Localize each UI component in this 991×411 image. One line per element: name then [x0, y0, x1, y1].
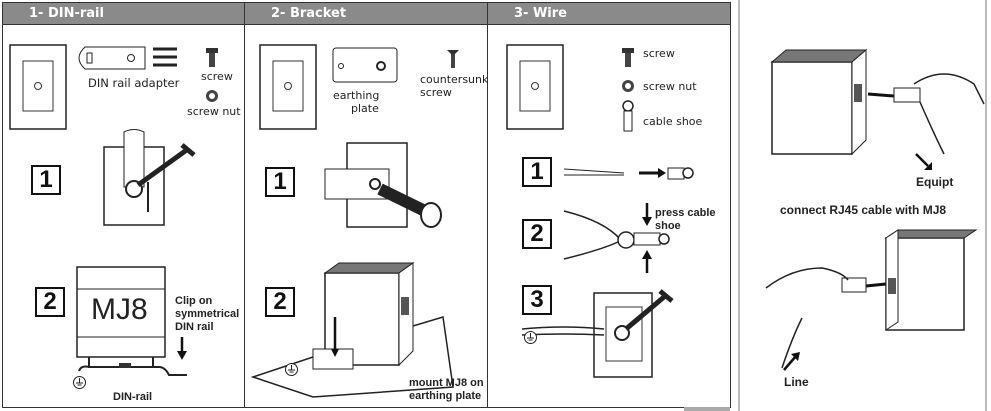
screw-icon [622, 48, 634, 67]
device-label-mj8: MJ8 [91, 293, 148, 326]
line-label: Line [784, 375, 809, 389]
panel-wire: 3- Wire screw screw nut cable shoe 1 2 p… [487, 2, 731, 408]
nut-label: screw nut [187, 105, 241, 118]
panel-header: 1- DIN-rail [3, 3, 244, 25]
mount-plate-illustration [324, 142, 442, 228]
mj8-device-equipt-illustration [770, 48, 985, 156]
cable-shoe-icon [622, 100, 634, 132]
panel-title: 2- Bracket [271, 6, 347, 21]
step-2-badge: 2 [522, 219, 552, 249]
step-3-badge: 3 [522, 285, 552, 315]
screw-label: screw [643, 47, 675, 60]
din-rail-label: DIN-rail [113, 391, 153, 403]
earth-ground-icon [524, 331, 537, 344]
mount-adapter-illustration [103, 129, 196, 226]
screw-nut-icon [622, 80, 634, 92]
earth-ground-icon [73, 376, 86, 389]
step-2-badge: 2 [265, 287, 295, 317]
panel-header: 3- Wire [488, 3, 730, 25]
wire-to-shoe-illustration [563, 167, 694, 180]
press-arrows-icon [642, 203, 652, 273]
down-arrow-icon [177, 337, 187, 360]
rj45-panel: Equipt connect RJ45 cable with MJ8 Line [738, 0, 987, 411]
step-1-badge: 1 [265, 167, 295, 197]
screw-icon [206, 48, 218, 67]
arrow-equipt-icon [915, 153, 932, 170]
corner-tab [684, 407, 730, 411]
panel-title: 1- DIN-rail [29, 6, 104, 21]
device-front-icon [9, 44, 67, 130]
shoe-label: cable shoe [643, 115, 703, 128]
panel-header: 2- Bracket [245, 3, 487, 25]
arrow-line-icon [783, 352, 800, 371]
device-front-icon [506, 44, 564, 130]
equipt-label: Equipt [916, 175, 954, 189]
connect-caption: connect RJ45 cable with MJ8 [780, 203, 947, 217]
adapter-label: DIN rail adapter [88, 76, 180, 90]
screw-label: screw [201, 70, 233, 83]
wire-mount-illustration [521, 289, 674, 378]
step-2-badge: 2 [35, 287, 65, 317]
mj8-device-illustration [76, 266, 187, 376]
step-1-badge: 1 [31, 165, 61, 195]
earthing-plate-icon [332, 47, 398, 83]
nut-label: screw nut [643, 80, 697, 93]
device-front-icon [259, 44, 317, 130]
panel-title: 3- Wire [514, 6, 567, 21]
step-1-badge: 1 [522, 157, 552, 187]
panel-din-rail: 1- DIN-rail DIN rail adapter screw screw… [2, 2, 245, 408]
countersunk-screw-icon [447, 50, 459, 68]
crimp-pliers-illustration [563, 210, 670, 260]
earth-ground-icon [285, 363, 298, 376]
earthing-plate-mount-illustration [250, 262, 454, 398]
mj8-device-line-illustration [765, 229, 978, 369]
din-rail-adapter-icon [78, 46, 177, 70]
screw-nut-icon [206, 90, 218, 102]
